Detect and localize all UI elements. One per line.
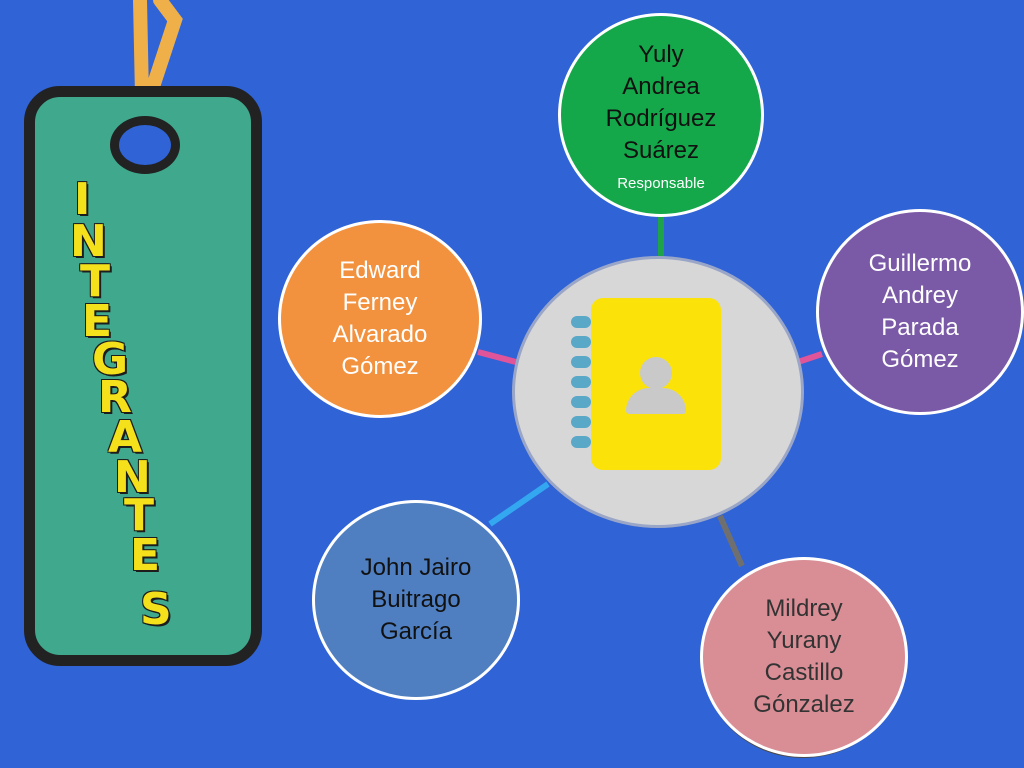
name-line: Gómez <box>341 353 419 380</box>
tag-letter: R <box>98 372 132 423</box>
members-tag <box>24 86 262 666</box>
person-icon <box>640 357 672 389</box>
binder-ring-icon <box>571 336 591 348</box>
name-line: Alvarado <box>332 321 428 348</box>
name-line: Guillermo <box>868 250 972 277</box>
member-name: Mildrey Yurany Castillo Gónzalez <box>753 593 854 721</box>
name-line: Edward <box>339 257 421 284</box>
member-name: Yuly Andrea Rodríguez Suárez <box>606 39 717 167</box>
member-role: Responsable <box>617 174 705 192</box>
name-line: Yurany <box>766 627 842 654</box>
connector-edward <box>477 349 517 365</box>
name-line: Castillo <box>764 659 844 686</box>
binder-ring-icon <box>571 396 591 408</box>
person-icon-body <box>626 388 686 414</box>
member-node-edward: Edward Ferney Alvarado Gómez <box>278 220 482 418</box>
name-line: Mildrey <box>765 595 843 622</box>
member-name: Guillermo Andrey Parada Gómez <box>869 248 972 376</box>
name-line: John Jairo <box>360 554 472 581</box>
tag-title: I N T E G R A N T E S <box>68 178 208 648</box>
name-line: Ferney <box>342 289 418 316</box>
member-name: John Jairo Buitrago García <box>361 552 472 648</box>
connector-john <box>488 481 550 527</box>
binder-ring-icon <box>571 436 591 448</box>
name-line: Gómez <box>881 346 959 373</box>
tag-letter: S <box>140 584 172 635</box>
binder-ring-icon <box>571 376 591 388</box>
tag-letter: G <box>92 334 129 385</box>
name-line: Gónzalez <box>753 691 855 718</box>
tag-hole <box>110 116 180 174</box>
name-line: García <box>379 618 452 645</box>
name-line: Andrey <box>881 282 959 309</box>
member-node-yuly: Yuly Andrea Rodríguez Suárez Responsable <box>558 13 764 217</box>
name-line: Suárez <box>622 136 700 164</box>
tag-letter: E <box>82 296 113 347</box>
tag-letter: T <box>80 256 111 307</box>
tag-letter: T <box>124 490 155 541</box>
binder-ring-icon <box>571 356 591 368</box>
name-line: Yuly <box>638 40 684 68</box>
binder-ring-icon <box>571 316 591 328</box>
tag-letter: A <box>108 412 143 463</box>
tag-letter: N <box>70 216 107 267</box>
name-line: Buitrago <box>371 586 461 613</box>
name-line: Rodríguez <box>605 104 717 132</box>
binder-ring-icon <box>571 416 591 428</box>
member-name: Edward Ferney Alvarado Gómez <box>333 255 428 383</box>
tag-letter: N <box>114 452 151 503</box>
name-line: Andrea <box>622 72 700 100</box>
member-node-mildrey: Mildrey Yurany Castillo Gónzalez <box>700 557 908 757</box>
member-node-guillermo: Guillermo Andrey Parada Gómez <box>816 209 1024 415</box>
connector-mildrey <box>717 514 745 568</box>
name-line: Parada <box>881 314 959 341</box>
member-node-john: John Jairo Buitrago García <box>312 500 520 700</box>
tag-letter: E <box>130 530 161 581</box>
tag-letter: I <box>74 174 91 225</box>
